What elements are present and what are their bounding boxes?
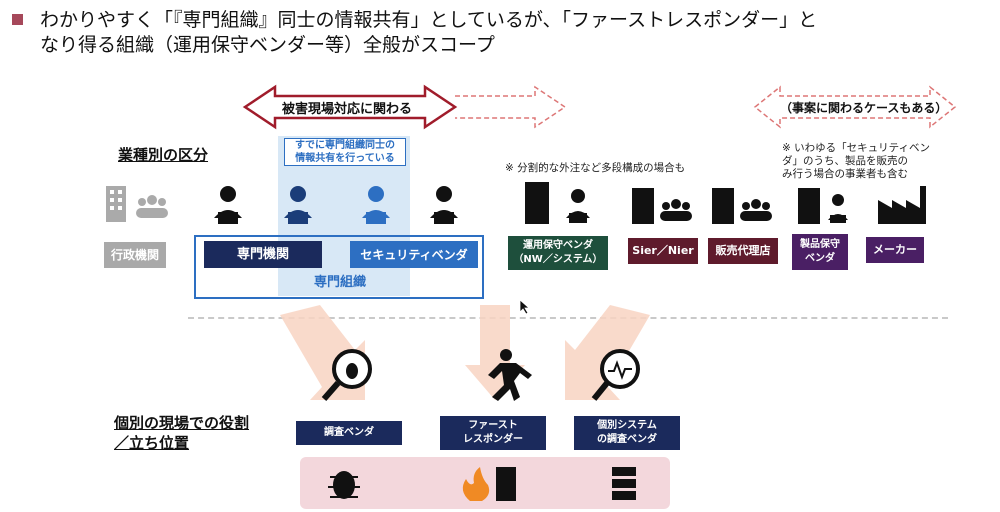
case-label: （事案に関わるケースもある） [780,101,948,115]
multi-stage-note: ※ 分割的な外注など多段構成の場合も [505,162,686,174]
product-vendor-box: 製品保守 ベンダ [792,234,848,270]
people-icon [660,199,692,221]
building-icon [106,186,126,222]
server-icon [612,467,636,500]
down-arrow [565,305,650,400]
bug-icon [328,471,360,499]
title-line-2: なり得る組織（運用保守ベンダー等）全般がスコープ [40,34,495,56]
building-icon [798,188,820,224]
scope-arrows [242,84,957,130]
expert-group-label: 専門組織 [313,275,366,290]
factory-icon [878,186,926,224]
extend-arrow [455,85,567,129]
engineer-icon [828,194,848,223]
building-icon [525,182,549,224]
building-icon [712,188,734,224]
damage-arrow [242,84,458,130]
damage-label: 被害現場対応に関わる [282,102,413,117]
section-divider [188,317,948,319]
page-title: わかりやすく「『専門組織』同士の情報共有」としているが、「ファーストレスポンダー… [40,8,817,58]
incident-icons [328,467,636,501]
people-icon [740,199,772,221]
distributor-box: 販売代理店 [708,238,778,264]
investigation-vendor-box: 調査ベンダ [296,421,402,445]
bug-search-icon [321,349,372,401]
expert-group-frame [194,235,484,299]
mouse-cursor-icon [519,299,531,315]
engineer-icon [362,186,390,224]
people-icon [136,195,168,218]
expert-org-box: 専門機関 [204,241,322,268]
sier-box: Sier／Nier [628,238,698,264]
maker-box: メーカー [866,237,924,263]
industry-label: 業種別の区分 [118,146,209,164]
engineer-icon [566,189,590,223]
role-icon-row [321,349,640,401]
government-box: 行政機関 [104,242,166,268]
case-arrow [753,85,957,129]
monitor-search-icon [591,349,640,401]
engineer-icon [284,186,312,224]
first-responder-box: ファースト レスポンダー [440,416,546,450]
title-bullet [12,14,23,25]
building-icon [632,188,654,224]
engineer-icon [214,186,242,224]
fire-icon [462,467,490,501]
sharing-note: すでに専門組織同士の 情報共有を行っている [284,138,406,166]
security-vendor-note: ※ いわゆる「セキュリティベン ダ」のうち、製品を販売の み行う場合の事業者も含… [782,142,931,180]
role-label: 個別の現場での役割 ／立ち位置 [114,414,250,452]
title-line-1: わかりやすく「『専門組織』同士の情報共有」としているが、「ファーストレスポンダー… [40,9,818,31]
engineer-icon [430,186,458,224]
ops-vendor-box: 運用保守ベンダ （NW／システム） [508,236,608,270]
icon-row [106,182,926,224]
running-person-icon [488,349,532,401]
system-vendor-box: 個別システム の調査ベンダ [574,416,680,450]
security-vendor-box: セキュリティベンダ [350,241,478,268]
building-icon [496,467,516,501]
